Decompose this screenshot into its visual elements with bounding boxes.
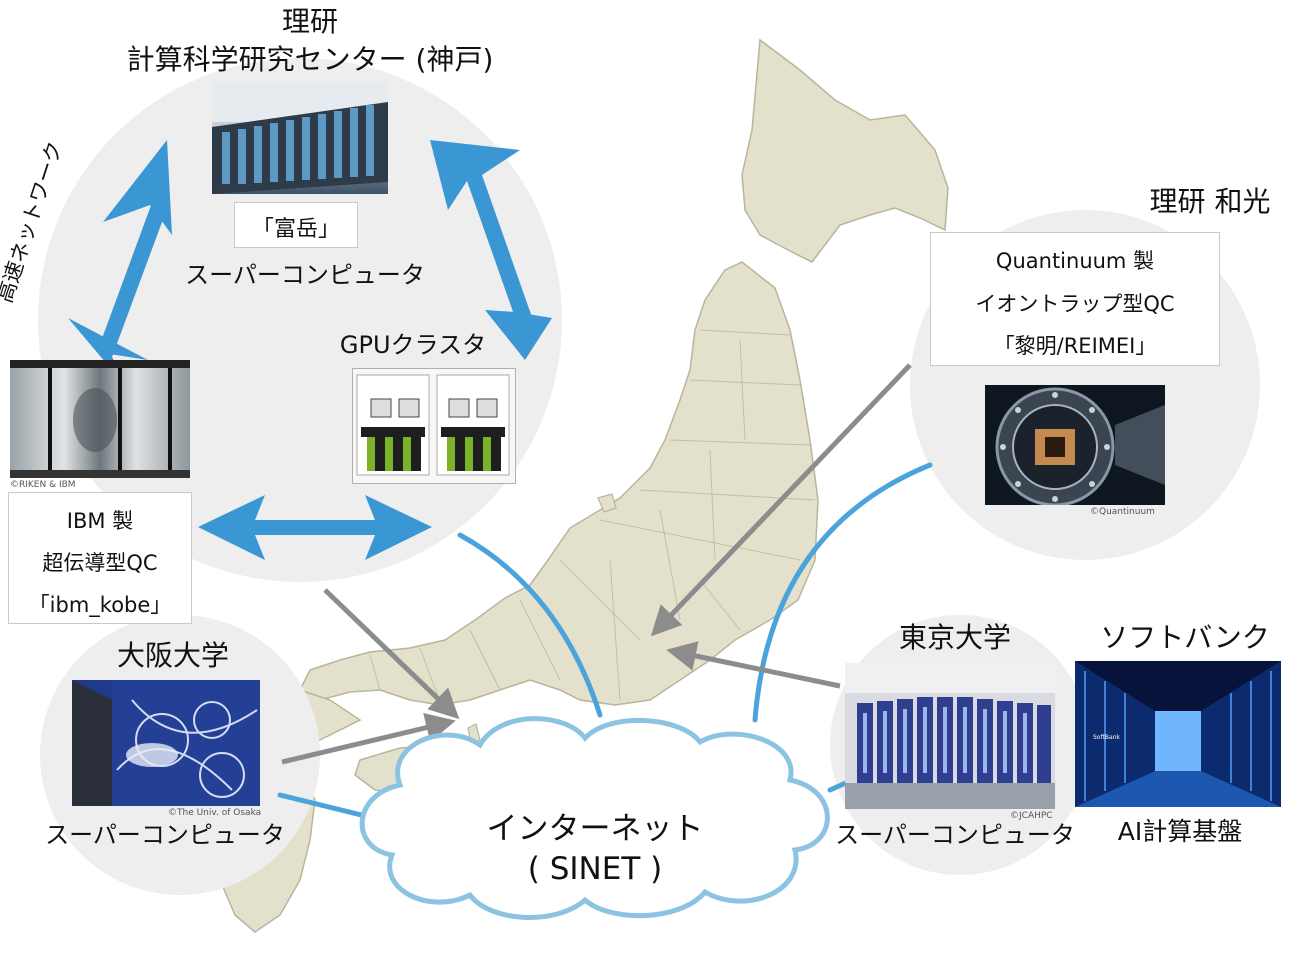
arrow-kobe-to-map bbox=[323, 588, 460, 720]
ibm-qc-line-1: IBM 製 bbox=[66, 509, 134, 533]
osaka-photo-credit: ©The Univ. of Osaka bbox=[168, 808, 262, 818]
prefecture-borders bbox=[369, 329, 816, 703]
softbank-type-label: AI計算基盤 bbox=[1117, 817, 1243, 846]
network-arrow-right-bottom bbox=[485, 310, 552, 360]
high-speed-network-arrows bbox=[68, 140, 552, 560]
osaka-title: 大阪大学 bbox=[116, 639, 229, 672]
gpu-boards-graphic bbox=[356, 374, 510, 476]
osaka-supercomputer-graphic bbox=[72, 680, 260, 806]
ibm-photo-credit: ©RIKEN & IBM bbox=[10, 480, 76, 490]
reimei-line-1: Quantinuum 製 bbox=[995, 249, 1155, 273]
fugaku-photo bbox=[212, 82, 388, 194]
sinet-label: ( SINET ) bbox=[527, 851, 663, 887]
map-sado bbox=[597, 493, 617, 513]
ibm-qc-photo bbox=[10, 360, 190, 478]
gpu-cluster-graphic bbox=[352, 368, 516, 484]
tokyo-racks-graphic bbox=[845, 663, 1055, 809]
link-wako bbox=[752, 462, 933, 723]
osaka-photo bbox=[72, 680, 260, 806]
fugaku-racks-graphic bbox=[212, 82, 388, 194]
tokyo-photo-credit: ©JCAHPC bbox=[1010, 811, 1053, 821]
reimei-photo-credit: ©Quantinuum bbox=[1090, 507, 1155, 517]
reimei-line-2: イオントラップ型QC bbox=[975, 292, 1175, 316]
arrow-tokyo-to-map bbox=[666, 641, 841, 689]
tokyo-title: 東京大学 bbox=[898, 621, 1011, 654]
location-arrows bbox=[281, 363, 912, 765]
softbank-datacenter-graphic: SoftBank bbox=[1075, 661, 1281, 807]
fugaku-type-label: スーパーコンピュータ bbox=[185, 261, 425, 289]
network-arrow-left bbox=[68, 200, 168, 395]
internet-label: インターネット bbox=[486, 811, 704, 847]
riken-center-title: 計算科学研究センター (神戸) bbox=[126, 43, 494, 76]
link-kobe bbox=[457, 532, 603, 718]
internet-cloud bbox=[359, 716, 830, 920]
riken-name: 理研 bbox=[281, 5, 338, 38]
network-arrow-left-top bbox=[103, 140, 172, 235]
reimei-trap-graphic bbox=[995, 387, 1165, 505]
ibm-qc-graphic bbox=[10, 360, 190, 478]
arrow-osaka-to-map bbox=[281, 712, 456, 765]
reimei-photo bbox=[985, 385, 1165, 505]
softbank-title: ソフトバンク bbox=[1100, 621, 1270, 654]
network-arrow-right bbox=[430, 140, 533, 326]
riken-wako-title: 理研 和光 bbox=[1149, 185, 1271, 218]
network-arrow-bottom bbox=[198, 495, 432, 560]
ibm-qc-box: IBM 製 超伝導型QC 「ibm_kobe」 bbox=[8, 492, 192, 624]
reimei-box: Quantinuum 製 イオントラップ型QC 「黎明/REIMEI」 bbox=[930, 232, 1220, 366]
arrow-wako-to-map bbox=[650, 363, 912, 637]
osaka-type-label: スーパーコンピュータ bbox=[45, 821, 285, 849]
map-hokkaido bbox=[741, 38, 949, 263]
ibm-qc-line-2: 超伝導型QC bbox=[42, 551, 158, 575]
fugaku-name-box: 「富岳」 bbox=[234, 202, 358, 248]
ibm-qc-line-3: 「ibm_kobe」 bbox=[28, 593, 172, 617]
fugaku-name: 「富岳」 bbox=[251, 217, 340, 242]
softbank-rack-text: SoftBank bbox=[1093, 734, 1120, 741]
reimei-line-3: 「黎明/REIMEI」 bbox=[993, 334, 1157, 358]
gpu-cluster-label: GPUクラスタ bbox=[339, 331, 487, 359]
tokyo-type-label: スーパーコンピュータ bbox=[835, 821, 1075, 849]
softbank-photo: SoftBank bbox=[1075, 661, 1281, 807]
tokyo-photo bbox=[845, 663, 1055, 809]
